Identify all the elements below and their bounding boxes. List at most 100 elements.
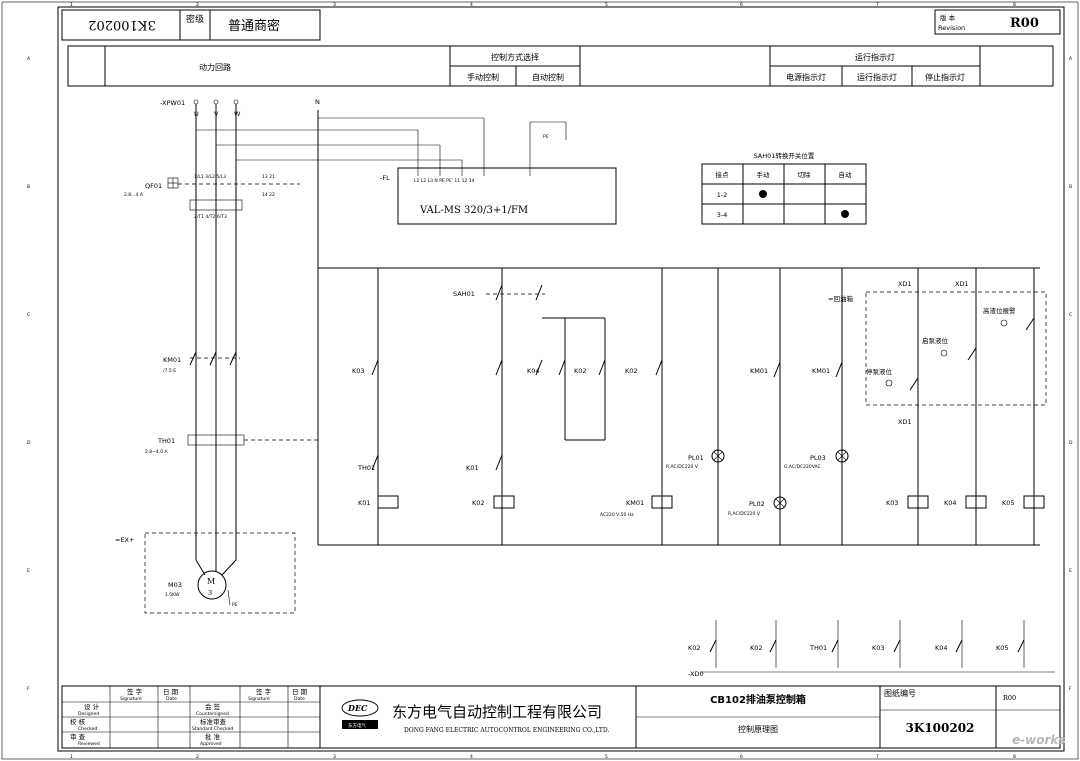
svg-text:Date: Date <box>166 696 177 702</box>
motor-label: M03 <box>168 581 182 589</box>
fl-label: -FL <box>380 174 390 182</box>
run-lamp-label: 运行指示灯 <box>857 72 897 82</box>
switch-header-auto: 自动 <box>839 170 853 179</box>
svg-text:Approved: Approved <box>200 741 222 747</box>
grid-col-3: 3 <box>333 2 336 8</box>
date-label-2: 日 期 <box>292 688 308 696</box>
company-en: DONG FANG ELECTRIC AUTOCONTROL ENGINEERI… <box>404 727 609 734</box>
switch-row1-contact: 1-2 <box>717 191 728 199</box>
countersign-label: 会 签 <box>205 702 221 711</box>
title-block: 签 字 Signature 日 期 Date 签 字 Signature 日 期… <box>61 685 1066 749</box>
pl03-spec: G,AC/DC220VAC <box>784 464 821 470</box>
grid-col-5: 5 <box>605 2 608 8</box>
xd1-label-1: XD1 <box>898 280 912 288</box>
grid-col-4b: 4 <box>470 754 473 760</box>
svg-text:N: N <box>315 98 320 106</box>
svg-text:L1 L2 L3 N PE PE' 11: L1 L2 L3 N PE PE' 11 12 14 <box>414 178 475 184</box>
xd1-label-2: XD1 <box>955 280 969 288</box>
grid-row-c2: C <box>1069 312 1072 318</box>
manual-control-label: 手动控制 <box>467 72 499 82</box>
svg-text:K04: K04 <box>527 367 540 375</box>
k03-label: K03 <box>886 499 899 507</box>
run-indicator-label: 运行指示灯 <box>855 52 895 62</box>
auto-control-label: 自动控制 <box>532 72 564 82</box>
grid-col-3b: 3 <box>333 754 336 760</box>
xpw-label: -XPW01 <box>160 99 185 107</box>
svg-text:Signature: Signature <box>120 696 142 702</box>
revision-value: R00 <box>1010 16 1039 31</box>
grid-col-6b: 6 <box>740 754 743 760</box>
svg-text:Countersigned: Countersigned <box>196 711 229 717</box>
logo-text: DEC <box>347 703 368 713</box>
grid-col-1: 1 <box>70 2 73 8</box>
code-upside: 3K100202 <box>88 17 156 32</box>
title-rev: R00 <box>1003 694 1016 702</box>
k02-label: K02 <box>472 499 485 507</box>
grid-col-5b: 5 <box>605 754 608 760</box>
km-main-ref: /7.5:E <box>163 368 176 374</box>
grid-row-d2: D <box>1069 440 1073 446</box>
grid-markers: 1 2 3 4 5 6 7 8 1 2 3 4 5 6 7 8 A B C D … <box>27 2 1073 760</box>
header: 3K100202 密级 普通商密 版 本 Revision R00 <box>61 9 1061 41</box>
grid-row-e2: E <box>1069 568 1072 574</box>
grid-row-a2: A <box>1069 56 1073 62</box>
pl01-spec: R,AC/DC220 V <box>666 464 699 470</box>
svg-text:TH01: TH01 <box>809 644 827 652</box>
standard-label: 标准审查 <box>200 717 227 726</box>
grid-col-4: 4 <box>470 2 473 8</box>
check-label: 校 核 <box>70 717 86 726</box>
switch-header-off: 切除 <box>798 170 812 179</box>
svg-text:PE: PE <box>232 602 238 608</box>
pl01-lamp <box>711 449 725 463</box>
power-lamp-label: 电源指示灯 <box>786 72 826 82</box>
svg-text:TH01: TH01 <box>357 464 375 472</box>
pl02-lamp <box>773 496 787 510</box>
drawing-no: 3K100202 <box>906 721 975 735</box>
svg-text:1/L1 3/L2 5/L3: 1/L1 3/L2 5/L3 <box>194 174 226 180</box>
ex-label: =EX+ <box>115 536 134 544</box>
motor-power: 1.5KW <box>165 592 180 598</box>
k05-label: K05 <box>1002 499 1015 507</box>
grid-col-8: 8 <box>1013 2 1016 8</box>
km01-coil-label: KM01 <box>626 499 644 507</box>
pl03-lamp <box>835 449 849 463</box>
switch-header-contact: 接点 <box>716 170 730 179</box>
tank-box <box>865 291 1047 406</box>
company-logo <box>341 699 379 717</box>
val-label: VAL-MS 320/3+1/FM <box>419 205 528 216</box>
switch-row1-manual-dot <box>759 190 767 198</box>
k04-label: K04 <box>944 499 957 507</box>
company-cn: 东方电气自动控制工程有限公司 <box>392 703 602 721</box>
svg-text:Reviewed: Reviewed <box>78 741 100 747</box>
switch-row2-contact: 3-4 <box>717 211 728 219</box>
grid-col-8b: 8 <box>1013 754 1016 760</box>
grid-col-6: 6 <box>740 2 743 8</box>
qf-rating: 2.8...4 A <box>124 192 144 198</box>
svg-text:K02: K02 <box>750 644 763 652</box>
grid-col-2b: 2 <box>196 754 199 760</box>
stop-level-label: 停泵液位 <box>866 367 893 376</box>
svg-text:M: M <box>207 577 215 586</box>
power-circuit-label: 动力回路 <box>199 62 231 72</box>
project-name: CB102排油泵控制箱 <box>710 693 806 706</box>
approve-label: 批 准 <box>205 732 221 741</box>
svg-text:PE: PE <box>543 134 549 140</box>
grid-col-2: 2 <box>196 2 199 8</box>
svg-text:K02: K02 <box>574 367 587 375</box>
control-circuit: SAH01 K01 K02 KM01 AC220 V,50 Hz K03 K04… <box>318 267 1047 546</box>
svg-text:K03: K03 <box>872 644 885 652</box>
pl02-spec: R,AC/DC220 V <box>728 511 761 517</box>
svg-text:2/T1 4/T2 6/T3: 2/T1 4/T2 6/T3 <box>194 214 227 220</box>
sah-label: SAH01 <box>453 290 475 298</box>
svg-text:KM01: KM01 <box>812 367 830 375</box>
logo-sub: 东方电气 <box>348 722 366 729</box>
svg-text:K01: K01 <box>466 464 479 472</box>
svg-text:K02: K02 <box>625 367 638 375</box>
pl03-label: PL03 <box>810 454 826 462</box>
section-bar: 动力回路 控制方式选择 手动控制 自动控制 运行指示灯 电源指示灯 运行指示灯 … <box>67 45 1054 87</box>
start-level-label: 启泵液位 <box>922 336 949 345</box>
svg-text:Standard Checked: Standard Checked <box>192 726 233 732</box>
date-label: 日 期 <box>163 688 179 696</box>
stop-lamp-label: 停止指示灯 <box>925 72 965 82</box>
